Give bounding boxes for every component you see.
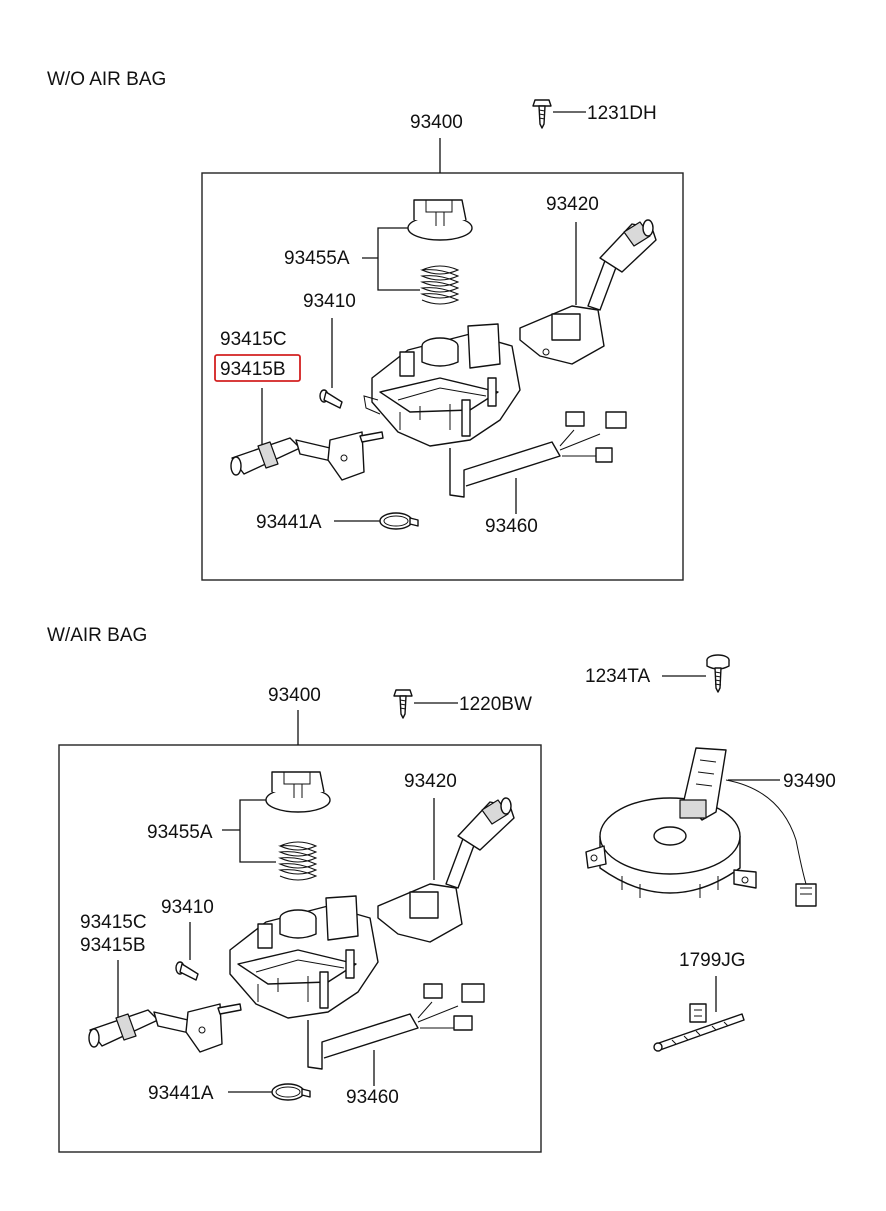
leader-93455a-1: [362, 227, 420, 291]
screw-1231dh-icon: [532, 99, 552, 129]
label-1231dh[interactable]: 1231DH: [587, 103, 657, 124]
label-1220bw[interactable]: 1220BW: [459, 694, 532, 715]
label-93455a-2[interactable]: 93455A: [147, 822, 213, 843]
left-lever-icon-2: [88, 1003, 242, 1053]
clamp-icon-2: [271, 1083, 311, 1101]
section-title-w-airbag: W/AIR BAG: [47, 625, 147, 646]
label-93441a-1[interactable]: 93441A: [256, 512, 322, 533]
label-93415c-2[interactable]: 93415C: [80, 912, 147, 933]
screw-1234ta-icon: [706, 654, 730, 693]
right-lever-icon: [519, 219, 657, 365]
right-lever-icon-2: [377, 797, 515, 943]
section-title-wo-airbag: W/O AIR BAG: [47, 69, 166, 90]
spring-icon: [420, 265, 460, 305]
label-1234ta[interactable]: 1234TA: [585, 666, 650, 687]
label-1799jg[interactable]: 1799JG: [679, 950, 746, 971]
screw-1220bw-icon: [393, 689, 413, 719]
label-93410-2[interactable]: 93410: [161, 897, 214, 918]
label-93415b-1[interactable]: 93415B: [220, 359, 286, 380]
spring-cap-icon: [407, 199, 473, 241]
spring-cap-icon-2: [265, 771, 331, 813]
switch-body-icon: [363, 323, 521, 447]
pin-icon: [319, 389, 343, 409]
label-93420-1[interactable]: 93420: [546, 194, 599, 215]
label-93455a-1[interactable]: 93455A: [284, 248, 350, 269]
label-93441a-2[interactable]: 93441A: [148, 1083, 214, 1104]
cable-tie-icon: [653, 1003, 745, 1052]
pin-icon-2: [175, 961, 199, 981]
clamp-icon: [379, 512, 419, 530]
label-93460-1[interactable]: 93460: [485, 516, 538, 537]
label-93420-2[interactable]: 93420: [404, 771, 457, 792]
left-lever-icon: [230, 431, 384, 481]
label-93400-2[interactable]: 93400: [268, 685, 321, 706]
label-93490[interactable]: 93490: [783, 771, 836, 792]
assembly-frame-1: [201, 172, 684, 581]
spring-icon-2: [278, 841, 318, 881]
label-93400-1[interactable]: 93400: [410, 112, 463, 133]
switch-body-icon-2: [229, 895, 379, 1019]
harness-icon: [449, 411, 627, 498]
label-93415c-1[interactable]: 93415C: [220, 329, 287, 350]
label-93415b-2[interactable]: 93415B: [80, 935, 146, 956]
harness-icon-2: [307, 983, 485, 1070]
clock-spring-icon: [585, 747, 817, 907]
leader-93455a-2: [222, 799, 276, 863]
label-93460-2[interactable]: 93460: [346, 1087, 399, 1108]
label-93410-1[interactable]: 93410: [303, 291, 356, 312]
assembly-frame-2: [58, 744, 542, 1153]
highlight-box-93415b: [214, 354, 301, 382]
